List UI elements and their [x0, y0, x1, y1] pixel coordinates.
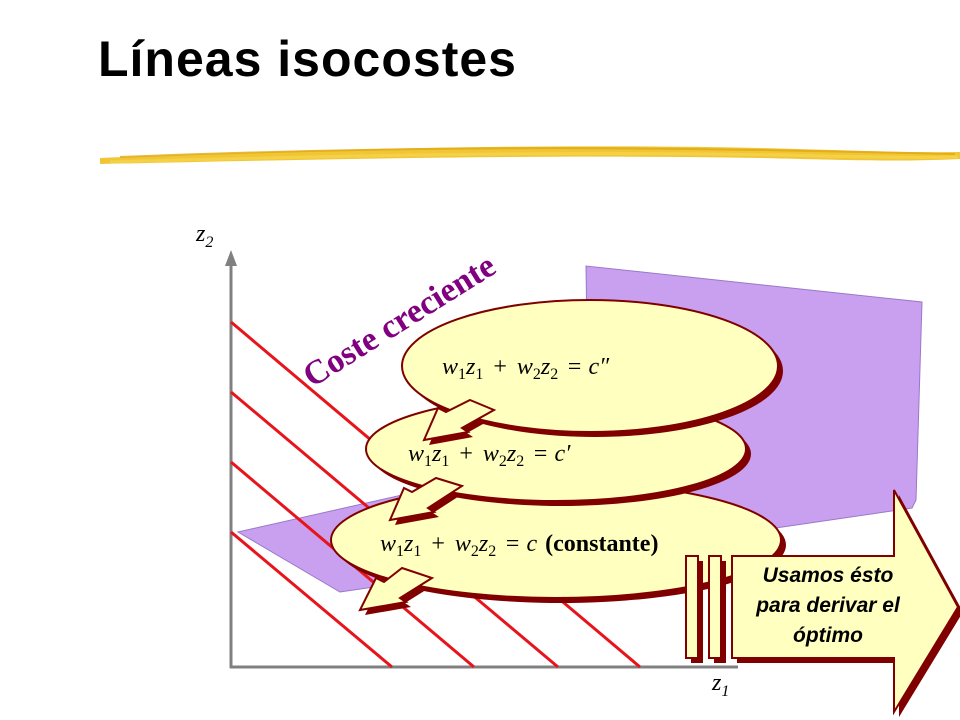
y-axis-label: z2	[195, 221, 213, 251]
callout-bubble-bottom: w1z1+w2z2= c(constante)	[330, 481, 786, 615]
y-axis	[225, 250, 237, 668]
svg-text:w1z1+w2z2= c(constante): w1z1+w2z2= c(constante)	[380, 531, 658, 560]
callout-bubble-top: w1z1+w2z2= c″	[401, 299, 783, 445]
svg-text:óptimo: óptimo	[793, 624, 863, 647]
isocost-line-4	[230, 530, 393, 669]
svg-text:w1z1+w2z2= c′: w1z1+w2z2= c′	[408, 441, 571, 470]
title-highlight-stroke	[100, 146, 960, 164]
x-axis-label: z1	[711, 670, 729, 700]
slide-title: Líneas isocostes	[98, 31, 517, 87]
svg-text:w1z1+w2z2= c″: w1z1+w2z2= c″	[442, 354, 610, 383]
derive-optimum-callout: Usamos ésto para derivar el óptimo	[685, 489, 960, 717]
svg-text:Usamos ésto: Usamos ésto	[763, 564, 894, 587]
svg-text:para derivar el: para derivar el	[755, 594, 901, 617]
